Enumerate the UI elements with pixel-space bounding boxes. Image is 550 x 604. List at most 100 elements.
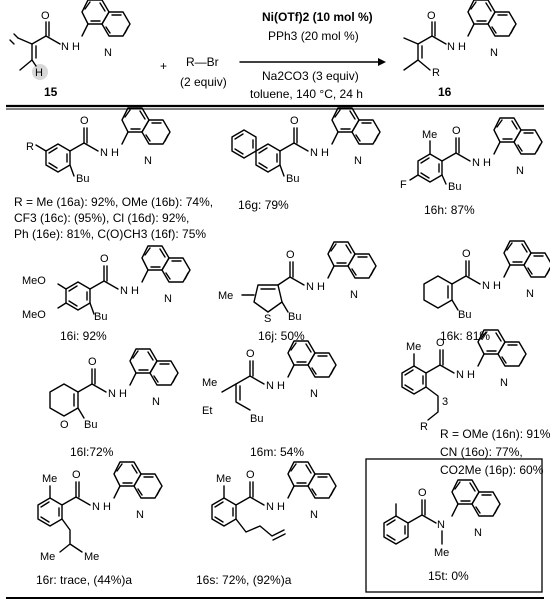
- methyl: Me: [218, 290, 233, 302]
- plus-sign: +: [160, 59, 167, 73]
- quinoline-n: N: [490, 47, 498, 59]
- quinoline-n: N: [104, 47, 112, 59]
- compound-16m: Me Et O N H N Bu 16m: 54%: [202, 340, 337, 459]
- r-group: R: [432, 67, 440, 79]
- amide-nh: N H: [306, 281, 325, 293]
- amide-nh: N H: [92, 501, 111, 513]
- caption-16n-p-line1: R = OMe (16n): 91%,: [440, 427, 550, 441]
- amide-nh: N H: [108, 388, 127, 400]
- compound-16g: O N H N Bu 16g: 79%: [231, 107, 381, 212]
- compound-16k: O N H N Bu 16k: 81%: [423, 240, 550, 343]
- quinoline-n: N: [310, 509, 318, 521]
- reaction-arrow: [239, 58, 386, 66]
- n-methyl: Me: [434, 547, 449, 559]
- caption-16s: 16s: 72%, (92%)a: [196, 573, 292, 587]
- quinoline-n: N: [354, 155, 362, 167]
- quinoline-n: N: [152, 396, 160, 408]
- quinoline-n: N: [310, 388, 318, 400]
- carbonyl-o: O: [88, 356, 97, 368]
- butyl: Bu: [286, 173, 299, 185]
- quinoline-n: N: [164, 293, 172, 305]
- quinoline-n: N: [350, 289, 358, 301]
- methyl-3: Me: [84, 551, 99, 563]
- butyl: Bu: [288, 311, 301, 323]
- amide-nh: N H: [100, 147, 119, 159]
- carbonyl-o: O: [72, 469, 81, 481]
- product-16: O N H N R 16: [403, 0, 517, 99]
- compound-16n-p: Me O N H N 3 R R = OMe (16n): 91%, CN (1…: [401, 329, 550, 477]
- butyl: Bu: [84, 419, 97, 431]
- caption-16r: 16r: trace, (44%)a: [36, 573, 132, 587]
- caption-16k: 16k: 81%: [440, 329, 490, 343]
- butyl: Bu: [448, 181, 461, 193]
- butyl: Bu: [250, 413, 263, 425]
- caption-16a-f-line1: R = Me (16a): 92%, OMe (16b): 74%,: [14, 195, 213, 209]
- carbonyl-o: O: [452, 125, 461, 137]
- amide-nh: N H: [120, 285, 139, 297]
- carbonyl-o: O: [246, 469, 255, 481]
- quinoline-n: N: [500, 377, 508, 389]
- amide-nh: N H: [456, 369, 475, 381]
- methoxy-1: MeO: [22, 275, 46, 287]
- amide-nh: N H: [310, 147, 329, 159]
- compound-15t: O N Me N 15t: 0%: [365, 458, 543, 593]
- alkyl-bromide: R—Br: [186, 55, 219, 69]
- fluorine: F: [400, 179, 407, 191]
- amide-nh: N H: [472, 157, 491, 169]
- carbonyl-o: O: [462, 248, 471, 260]
- amide-n: N: [437, 519, 445, 531]
- r-group: R: [420, 421, 428, 433]
- substrate-15: O N H N H 15: [9, 0, 131, 99]
- sulfur: S: [264, 313, 271, 325]
- quinoline-n: N: [516, 165, 524, 177]
- caption-15t: 15t: 0%: [428, 569, 469, 583]
- catalyst: Ni(OTf)2 (10 mol %): [262, 10, 373, 24]
- caption-16a-f-line2: CF3 (16c): (95%), Cl (16d): 92%,: [14, 211, 189, 225]
- butyl: Bu: [94, 311, 107, 323]
- product-label: 16: [438, 85, 452, 99]
- ethyl: Et: [202, 405, 212, 417]
- caption-16n-p-line3: CO2Me (16p): 60%: [440, 463, 544, 477]
- carbonyl-o: O: [418, 487, 427, 499]
- methyl: Me: [422, 129, 437, 141]
- methyl-2: Me: [40, 551, 55, 563]
- carbonyl-o: O: [246, 348, 255, 360]
- amide-nh: N H: [61, 41, 80, 53]
- caption-16a-f-line3: Ph (16e): 81%, C(O)CH3 (16f): 75%: [14, 227, 206, 241]
- amide-nh: N H: [447, 41, 466, 53]
- compound-16l: O O N H N Bu 16l:72%: [49, 348, 179, 459]
- ligand: PPh3 (20 mol %): [268, 29, 359, 43]
- compound-16h: Me F O N H N Bu 16h: 87%: [400, 117, 543, 217]
- substrate-label: 15: [44, 85, 58, 99]
- compound-16i: MeO MeO O N H N Bu 16i: 92%: [22, 245, 191, 343]
- control-box: [365, 458, 543, 593]
- compound-16j: Me S O N H N Bu 16j: 50%: [218, 241, 377, 343]
- quinoline-n: N: [474, 527, 482, 539]
- chain-count: 3: [442, 396, 448, 408]
- compound-16r: Me O N H N Me Me 16r: trace, (44%)a: [36, 461, 163, 587]
- methyl: Me: [202, 377, 217, 389]
- compound-16s: Me O N H N 16s: 72%, (92%)a: [196, 461, 337, 587]
- butyl: Bu: [458, 309, 471, 321]
- amide-nh: N H: [482, 280, 501, 292]
- hydrogen: H: [35, 67, 43, 79]
- methoxy-2: MeO: [22, 309, 46, 321]
- carbonyl-o: O: [41, 10, 50, 22]
- amide-nh: N H: [266, 501, 285, 513]
- compound-16a-f: R O N H N Bu R = Me (16a): 92%, OMe (16b…: [14, 107, 213, 241]
- caption-16j: 16j: 50%: [258, 329, 305, 343]
- base: Na2CO3 (3 equiv): [262, 69, 359, 83]
- carbonyl-o: O: [80, 115, 89, 127]
- reagent-amount: (2 equiv): [180, 75, 227, 89]
- c-h-highlight: [32, 64, 48, 80]
- carbonyl-o: O: [100, 253, 109, 265]
- methyl: Me: [216, 473, 231, 485]
- quinoline-n: N: [526, 288, 534, 300]
- methyl: Me: [406, 341, 421, 353]
- solvent-temp-time: toluene, 140 °C, 24 h: [250, 87, 363, 101]
- carbonyl-o: O: [436, 337, 445, 349]
- caption-16h: 16h: 87%: [424, 203, 475, 217]
- methyl: Me: [42, 473, 57, 485]
- r-group: R: [26, 141, 34, 153]
